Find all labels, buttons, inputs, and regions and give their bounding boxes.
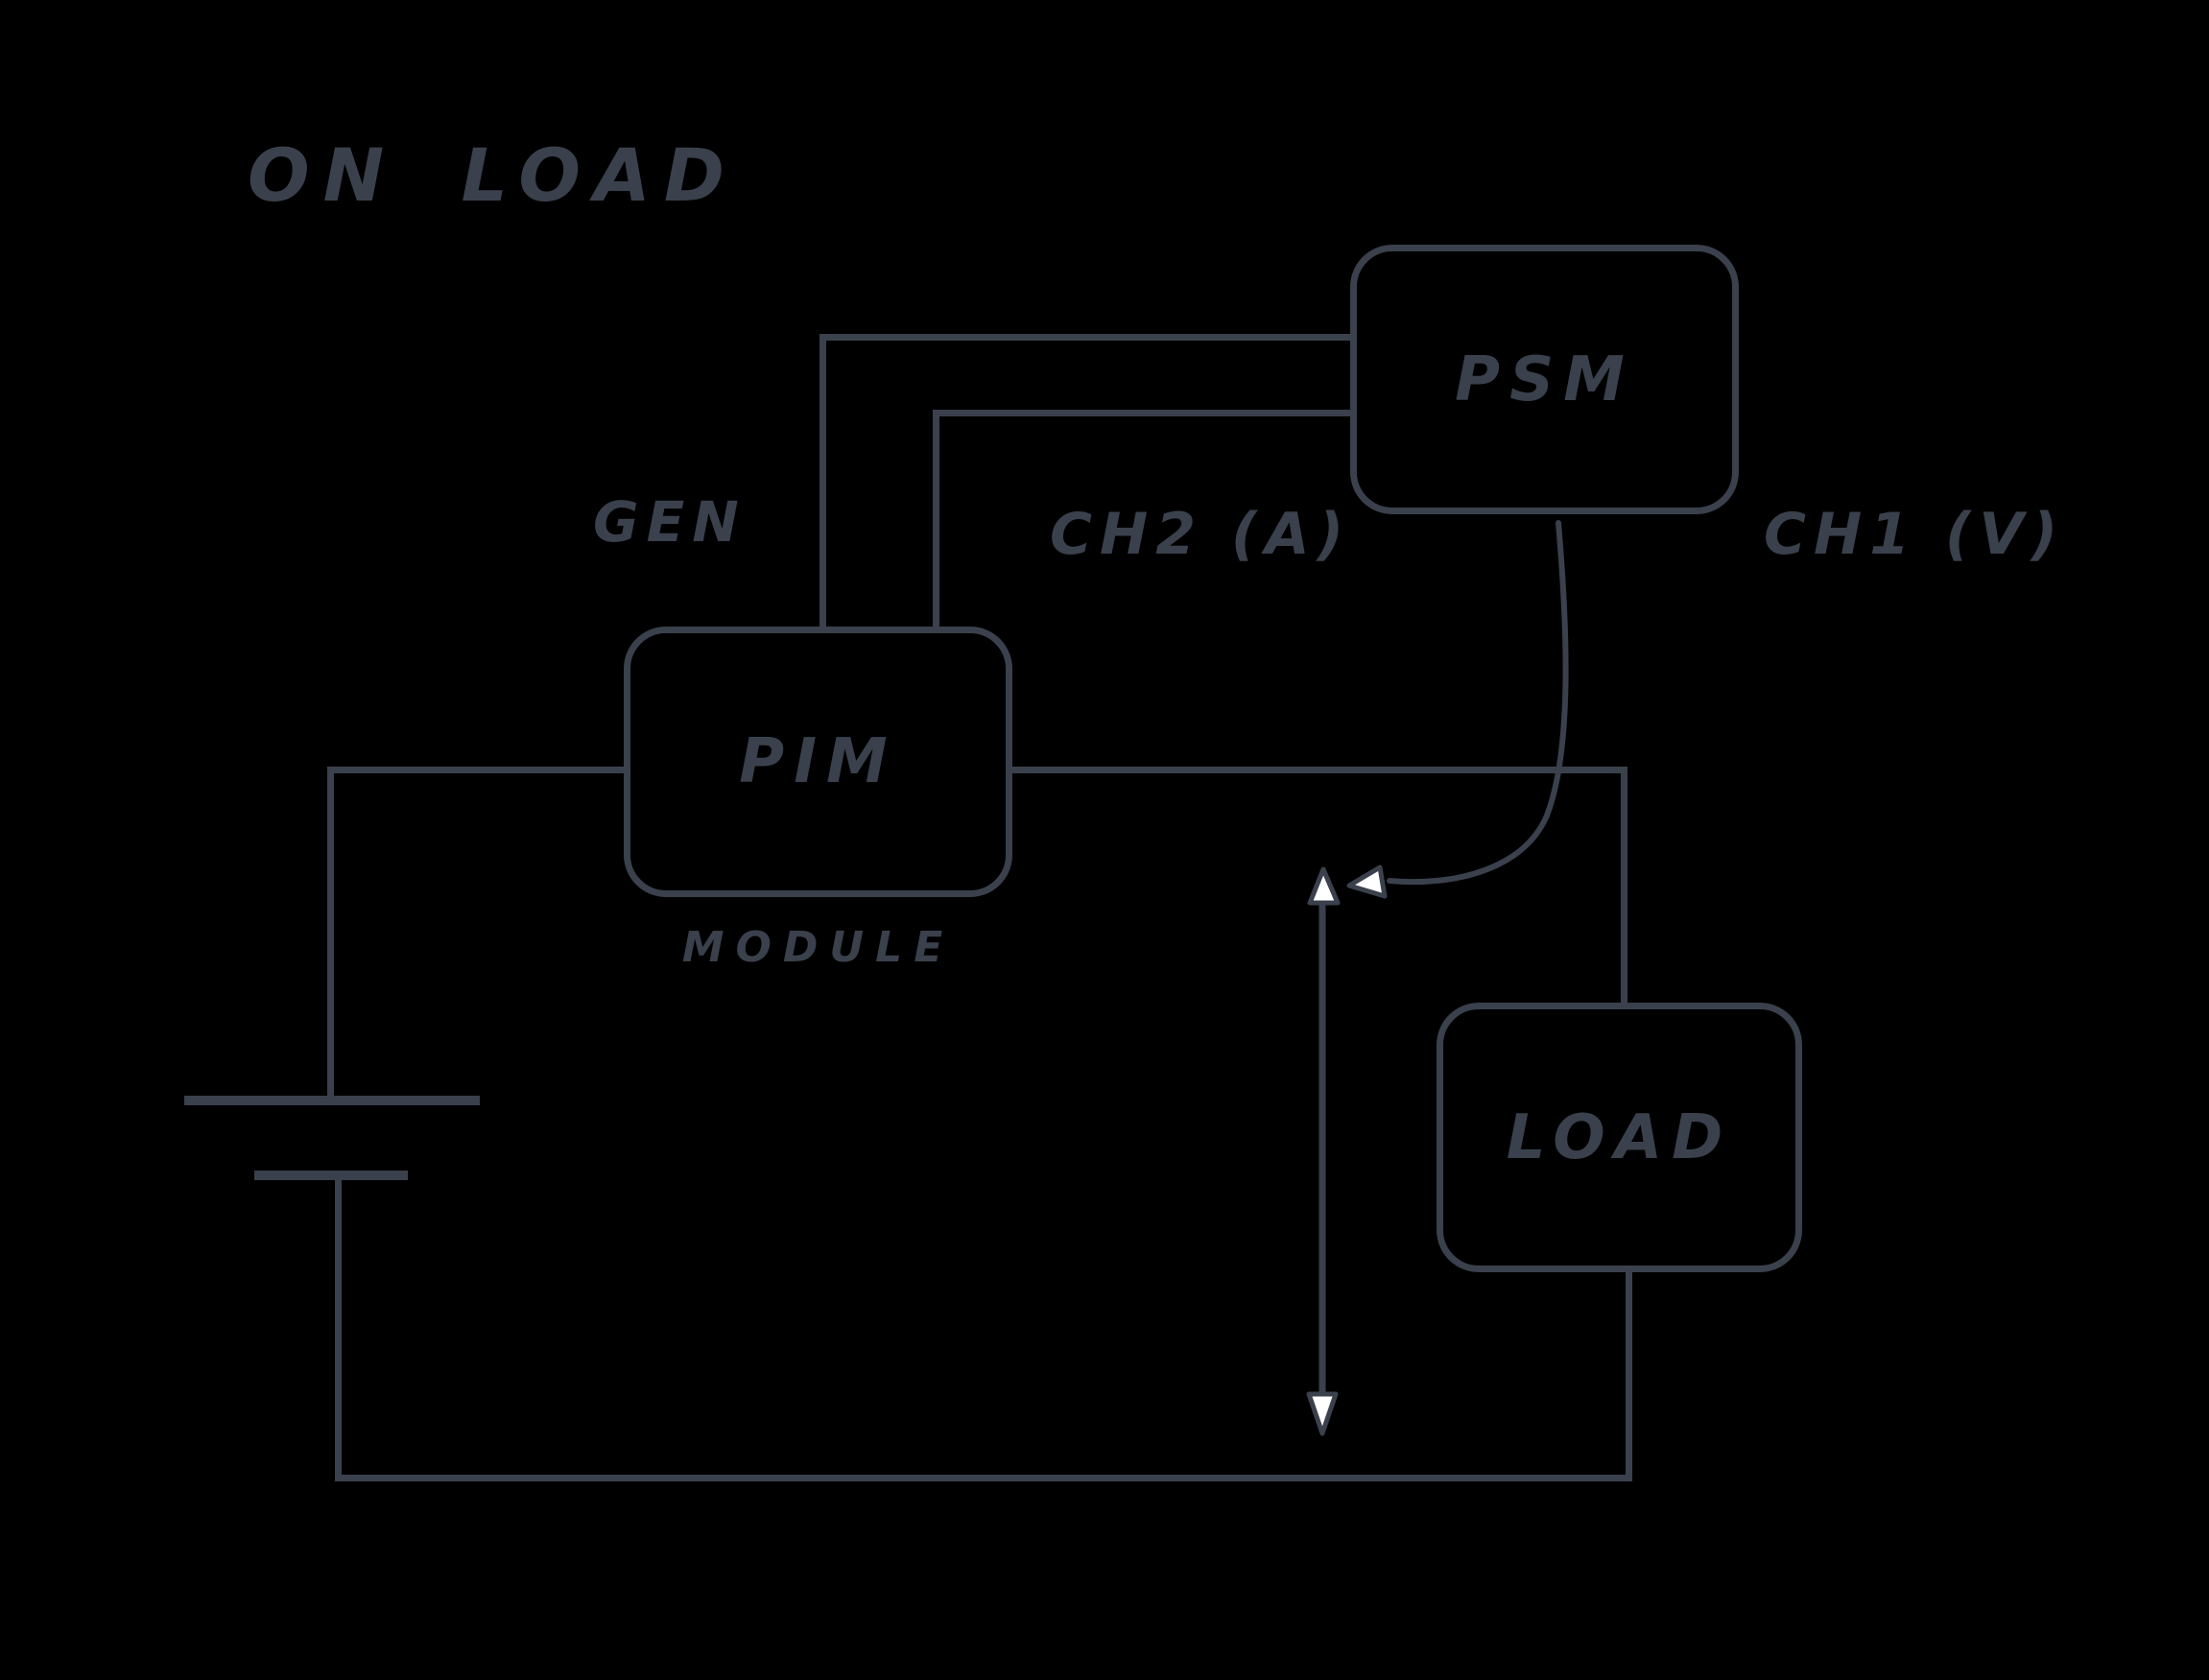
battery-positive-wire-vertical <box>327 767 334 1100</box>
battery-positive-plate-icon <box>184 1096 480 1105</box>
voltage-arrow-head-top-icon <box>1307 866 1341 906</box>
pim-right-wire-horizontal <box>1012 767 1627 773</box>
gen-wire-horizontal <box>819 334 1353 341</box>
ch1-probe-arrowhead-icon <box>1346 864 1388 899</box>
ch2-wire-vertical <box>933 410 939 630</box>
gen-wire-label: GEN <box>593 489 747 555</box>
ch1-wire-label: CH1 (V) <box>1764 501 2066 568</box>
load-label: LOAD <box>1506 1101 1733 1173</box>
psm-label: PSM <box>1455 343 1634 415</box>
pim-label: PIM <box>739 726 897 797</box>
load-top-wire-vertical <box>1621 767 1627 1003</box>
gen-wire-vertical <box>819 334 826 630</box>
psm-node: PSM <box>1350 245 1739 514</box>
voltage-arrow-head-bottom-icon <box>1306 1391 1339 1436</box>
pim-node: PIM <box>624 627 1012 897</box>
load-node: LOAD <box>1437 1003 1802 1272</box>
ch2-wire-label: CH2 (A) <box>1050 501 1352 568</box>
ch2-wire-horizontal <box>933 410 1353 416</box>
ch1-probe-curve-icon <box>1387 520 1569 886</box>
battery-negative-wire-vertical <box>335 1180 342 1478</box>
pim-left-wire-horizontal <box>330 767 628 773</box>
load-bottom-wire-vertical <box>1626 1271 1632 1481</box>
pim-module-sublabel: MODULE <box>681 923 955 972</box>
bottom-return-wire <box>335 1475 1632 1481</box>
diagram-title: ON LOAD <box>248 132 738 218</box>
battery-negative-plate-icon <box>254 1171 408 1180</box>
